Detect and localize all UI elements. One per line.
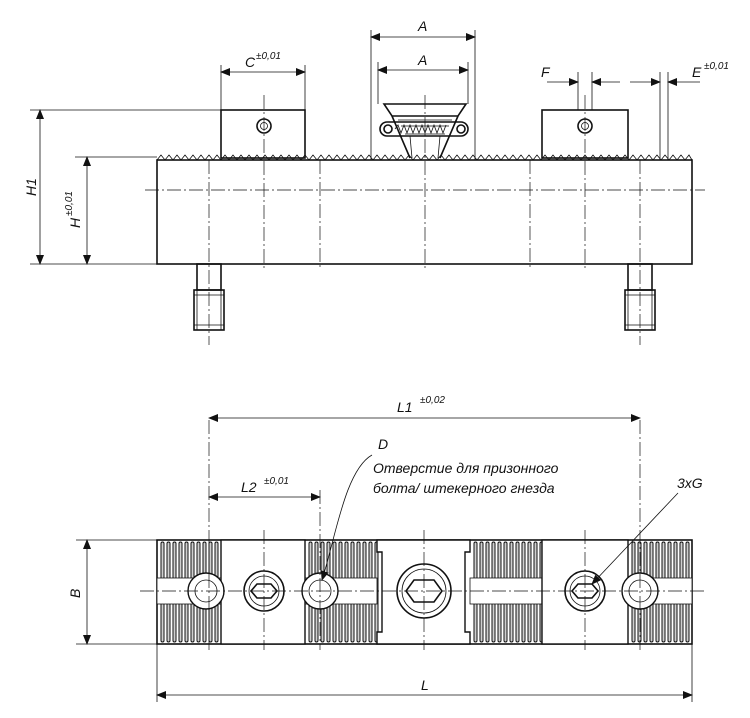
center-clamp-footprint (376, 539, 471, 645)
dim-d-label: D (378, 436, 388, 452)
dim-d-note-line1: Отверстие для призонного (373, 460, 559, 476)
threads-label: 3xG (677, 475, 703, 491)
dim-h-tolerance: ±0,01 (64, 191, 75, 216)
left-clamp-block (220, 109, 306, 159)
left-clamp-footprint (220, 539, 306, 645)
dim-e-tolerance: ±0,01 (704, 61, 729, 72)
dim-a-upper-label: A (417, 18, 427, 34)
dim-e-label: E (692, 64, 702, 80)
dim-h-label: H (67, 217, 83, 228)
dim-l2-label: L2 (241, 479, 257, 495)
dim-b-label: B (67, 589, 83, 598)
dim-l-label: L (421, 677, 429, 693)
dim-h1-label: H1 (23, 178, 39, 196)
dim-c-label: C (245, 54, 256, 70)
dim-l1-label: L1 (397, 399, 413, 415)
dim-d-note-line2: болта/ штекерного гнезда (373, 480, 555, 496)
dim-a-lower-label: A (417, 52, 427, 68)
base-block-front (156, 159, 693, 265)
front-view: A A C ±0,01 F E ±0,01 H1 H ±0,01 (23, 18, 729, 345)
center-v-clamp (379, 103, 469, 159)
serration-ribs (156, 541, 693, 643)
dim-f-label: F (541, 64, 551, 80)
top-view: L1 ±0,02 L2 ±0,01 D Отверстие для призон… (67, 395, 705, 702)
dim-l2-tolerance: ±0,01 (264, 476, 289, 487)
dim-l1-tolerance: ±0,02 (420, 395, 445, 406)
dim-c-tolerance: ±0,01 (256, 51, 281, 62)
